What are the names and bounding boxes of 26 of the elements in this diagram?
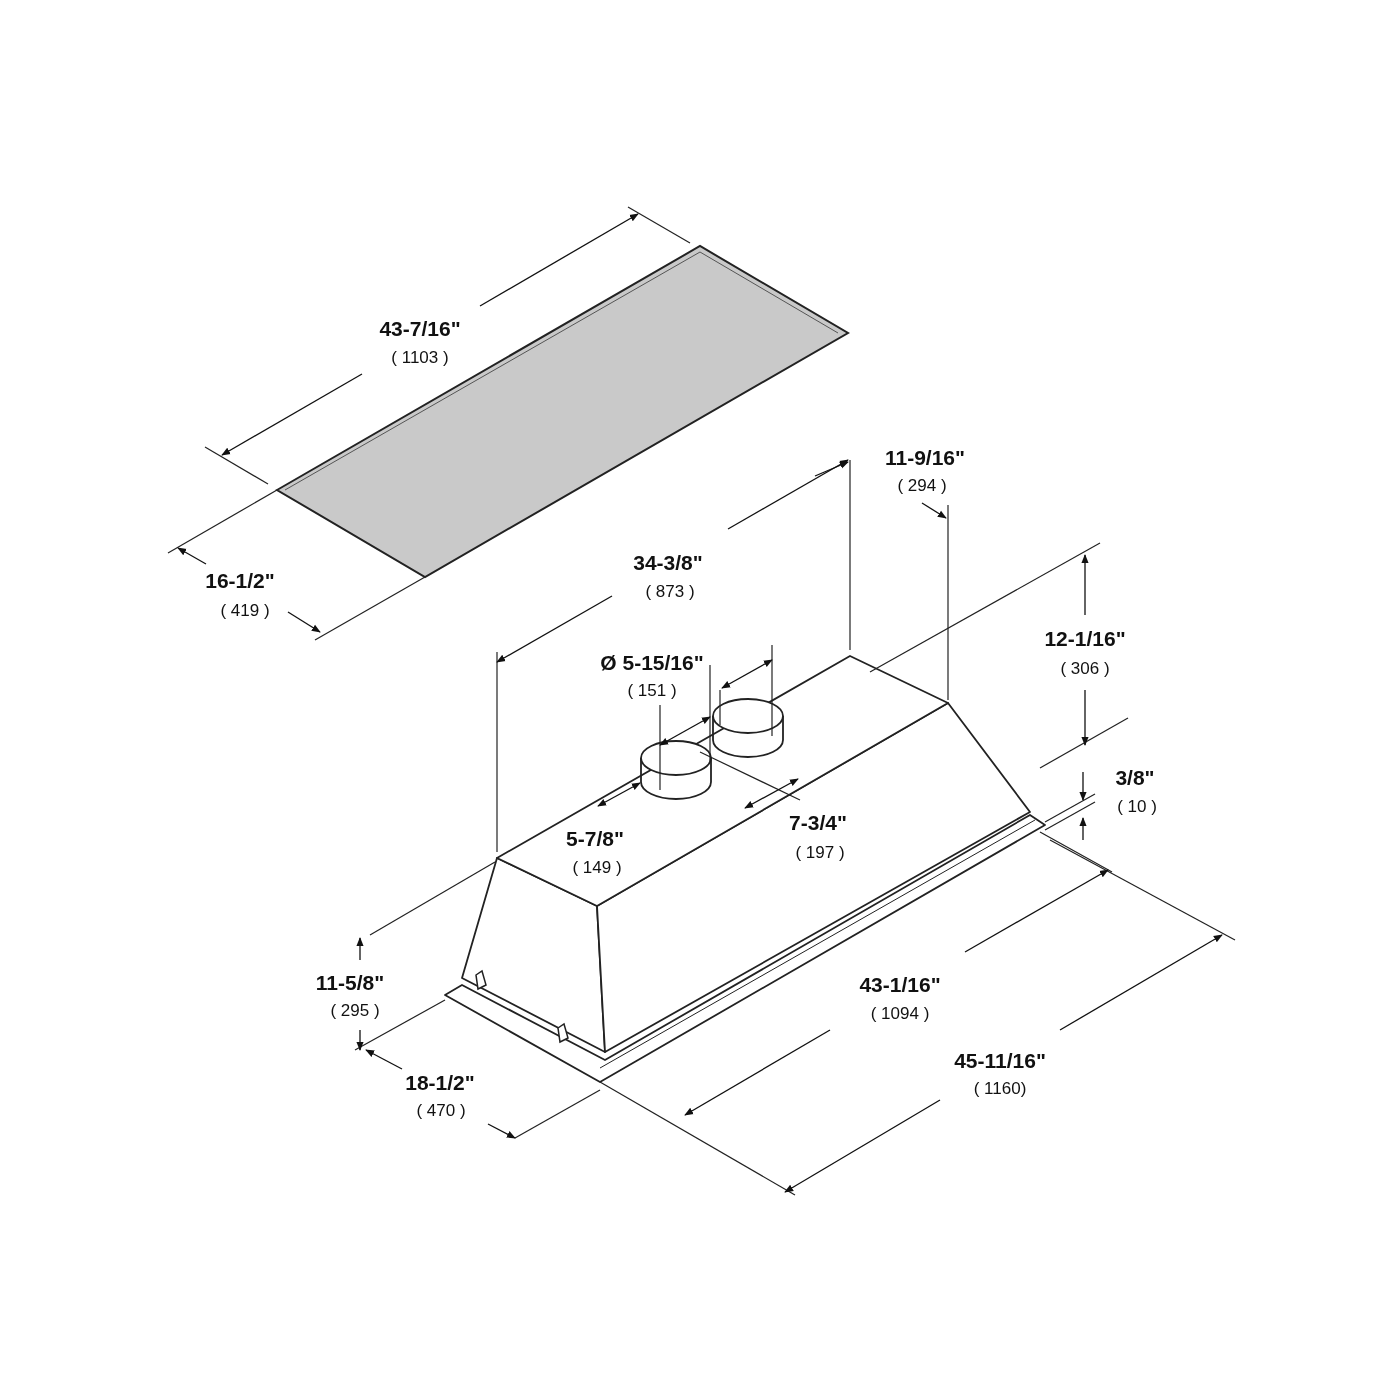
- dimension-value: 11-5/8": [315, 971, 385, 993]
- dimension-value: 43-7/16": [379, 317, 461, 339]
- dimension-value: ( 306 ): [1060, 659, 1110, 677]
- dimension-value: 7-3/4": [789, 811, 847, 833]
- dimension-value: 11-9/16": [885, 446, 965, 468]
- dimension-value: 43-1/16": [859, 973, 941, 995]
- dimension-value: 3/8": [1115, 766, 1155, 788]
- dimension-value: 16-1/2": [205, 569, 275, 591]
- dimension-value: Ø 5-15/16": [600, 651, 704, 673]
- dimension-value: ( 1094 ): [870, 1004, 930, 1022]
- dimension-value: 5-7/8": [566, 827, 624, 849]
- dimension-value: 45-11/16": [954, 1049, 1046, 1071]
- dimension-value: ( 151 ): [627, 681, 677, 699]
- dimension-value: ( 873 ): [645, 582, 695, 600]
- dimension-value: ( 419 ): [220, 601, 270, 619]
- dimension-value: ( 1103 ): [391, 348, 449, 366]
- dimension-value: ( 10 ): [1117, 797, 1157, 815]
- dimension-value: ( 1160): [973, 1079, 1027, 1097]
- dimension-value: ( 470 ): [416, 1101, 466, 1119]
- dimension-value: 34-3/8": [633, 551, 703, 573]
- dimension-value: ( 295 ): [330, 1001, 380, 1019]
- dimension-value: ( 294 ): [897, 476, 947, 494]
- dimension-value: ( 197 ): [795, 843, 845, 861]
- dimension-value: ( 149 ): [572, 858, 622, 876]
- dimension-value: 12-1/16": [1044, 627, 1126, 649]
- dimension-value: 18-1/2": [405, 1071, 475, 1093]
